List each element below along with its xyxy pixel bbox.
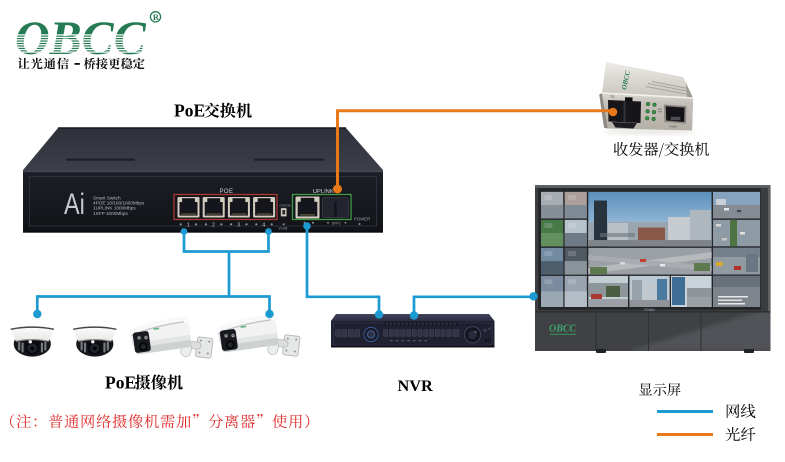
svg-text:POWER: POWER: [354, 216, 370, 221]
svg-text:SFP1: SFP1: [332, 222, 342, 226]
svg-text:PoE: PoE: [174, 101, 205, 121]
svg-text:VLAN: VLAN: [279, 226, 288, 230]
svg-text:4POE 10/100/1000Mbps: 4POE 10/100/1000Mbps: [93, 201, 145, 206]
svg-text:UPLINK: UPLINK: [313, 189, 334, 195]
svg-text:OBCC: OBCC: [15, 12, 147, 65]
svg-text:1UPLINK 1000Mbps: 1UPLINK 1000Mbps: [93, 206, 136, 211]
svg-text:OFF/ON: OFF/ON: [280, 203, 291, 207]
svg-text:2: 2: [212, 223, 215, 229]
svg-text:TX: TX: [610, 95, 615, 99]
svg-text:PoE: PoE: [105, 372, 136, 392]
svg-text:Ai: Ai: [64, 187, 85, 220]
svg-text:OBCC: OBCC: [620, 70, 632, 91]
svg-text:OBCC: OBCC: [549, 324, 577, 335]
svg-text:POE: POE: [220, 189, 234, 195]
svg-text:NVR: NVR: [398, 376, 434, 395]
svg-text:1SFP 1000Mbps: 1SFP 1000Mbps: [93, 211, 128, 216]
svg-text:TCVAN: TCVAN: [644, 308, 655, 312]
svg-text:Smart Switch: Smart Switch: [93, 196, 121, 201]
svg-text:4: 4: [262, 223, 265, 229]
svg-text:R: R: [153, 12, 160, 22]
svg-text:1: 1: [187, 223, 190, 229]
svg-text:3: 3: [237, 223, 240, 229]
svg-text:RJ45: RJ45: [670, 124, 678, 128]
